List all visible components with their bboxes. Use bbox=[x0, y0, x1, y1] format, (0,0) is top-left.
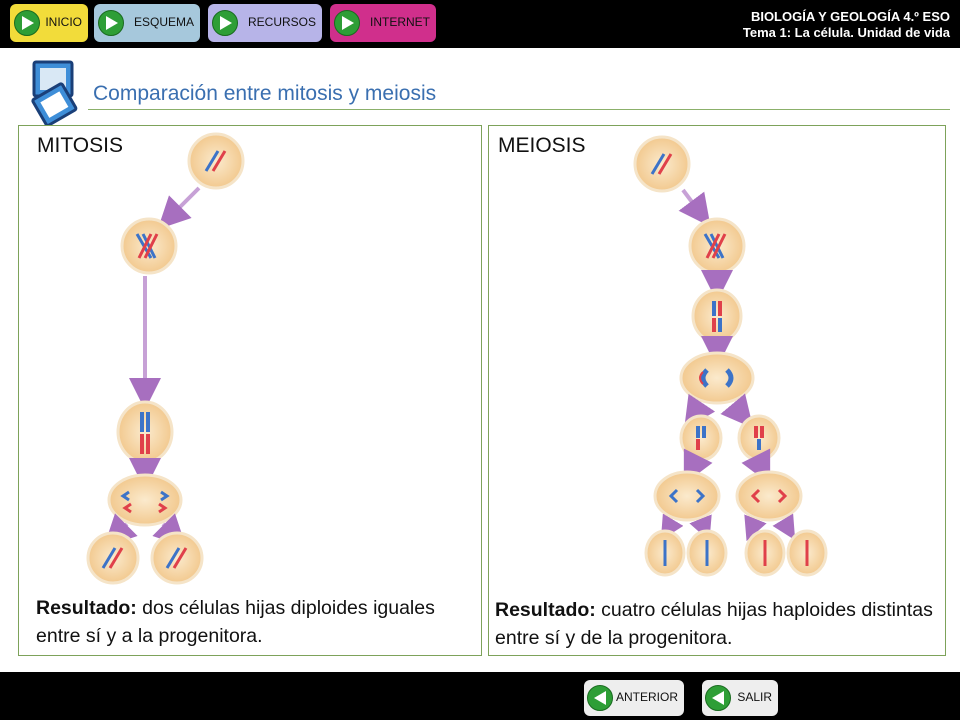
metaphase-cell bbox=[691, 288, 743, 344]
anaphase-cell bbox=[107, 473, 183, 527]
arrow bbox=[684, 393, 716, 430]
arrow bbox=[720, 393, 754, 429]
meiosis-title: MEIOSIS bbox=[498, 134, 586, 157]
play-icon bbox=[334, 10, 360, 36]
internet-button[interactable]: INTERNET bbox=[330, 4, 436, 42]
parent-cell bbox=[633, 135, 691, 193]
mitosis-title: MITOSIS bbox=[37, 134, 123, 157]
unit-title: Tema 1: La célula. Unidad de vida bbox=[742, 25, 950, 40]
arrow bbox=[689, 514, 712, 542]
esquema-label: ESQUEMA bbox=[133, 15, 194, 29]
anterior-label: ANTERIOR bbox=[615, 690, 678, 704]
bottom-navigation-bar bbox=[0, 672, 960, 720]
internet-label: INTERNET bbox=[370, 15, 430, 29]
inicio-label: INICIO bbox=[45, 15, 82, 29]
metaphase-ii-cell bbox=[679, 414, 723, 462]
salir-label: SALIR bbox=[737, 690, 772, 704]
meiosis-diagram bbox=[633, 135, 828, 577]
arrow bbox=[157, 186, 201, 230]
anaphase-ii-cell bbox=[735, 470, 803, 522]
play-icon bbox=[212, 10, 238, 36]
title-divider bbox=[88, 109, 950, 110]
daughter-cell bbox=[86, 531, 140, 585]
haploid-daughter-cell bbox=[686, 529, 728, 577]
arrow bbox=[744, 514, 767, 542]
play-icon bbox=[14, 10, 40, 36]
daughter-cell bbox=[150, 531, 204, 585]
mitosis-result: Resultado: dos células hijas diploides i… bbox=[36, 594, 476, 650]
metaphase-cell bbox=[116, 400, 174, 464]
recursos-button[interactable]: RECURSOS bbox=[208, 4, 322, 42]
arrow bbox=[683, 448, 713, 485]
arrow bbox=[772, 513, 796, 541]
slide-stack-icon bbox=[31, 60, 78, 127]
arrow bbox=[741, 448, 771, 485]
parent-cell bbox=[187, 132, 245, 190]
metaphase-ii-cell bbox=[737, 414, 781, 462]
anaphase-ii-cell bbox=[653, 470, 721, 522]
anaphase-cell bbox=[679, 351, 755, 405]
haploid-daughter-cell bbox=[644, 529, 686, 577]
mitosis-panel: MITOSIS bbox=[18, 125, 482, 656]
back-arrow-icon bbox=[587, 685, 613, 711]
play-icon bbox=[98, 10, 124, 36]
mitosis-diagram bbox=[86, 132, 245, 585]
esquema-button[interactable]: ESQUEMA bbox=[94, 4, 200, 42]
course-title: BIOLOGÍA Y GEOLOGÍA 4.º ESO bbox=[750, 9, 950, 24]
arrow bbox=[660, 513, 684, 541]
haploid-daughter-cell bbox=[744, 529, 786, 577]
section-title: Comparación entre mitosis y meiosis bbox=[93, 82, 437, 105]
salir-button[interactable]: SALIR bbox=[702, 680, 778, 716]
result-label: Resultado: bbox=[495, 599, 596, 621]
recursos-label: RECURSOS bbox=[247, 15, 316, 29]
arrow bbox=[678, 188, 711, 227]
result-text: dos células hijas diploides iguales entr… bbox=[36, 597, 435, 647]
back-arrow-icon bbox=[705, 685, 731, 711]
anterior-button[interactable]: ANTERIOR bbox=[584, 680, 684, 716]
haploid-daughter-cell bbox=[786, 529, 828, 577]
inicio-button[interactable]: INICIO bbox=[10, 4, 88, 42]
prophase-cell bbox=[120, 217, 178, 275]
result-label: Resultado: bbox=[36, 597, 137, 619]
meiosis-result: Resultado: cuatro células hijas haploide… bbox=[495, 596, 945, 652]
meiosis-panel: MEIOSIS bbox=[488, 125, 946, 656]
result-text: cuatro células hijas haploides distintas… bbox=[495, 599, 933, 649]
prophase-cell bbox=[688, 217, 746, 275]
